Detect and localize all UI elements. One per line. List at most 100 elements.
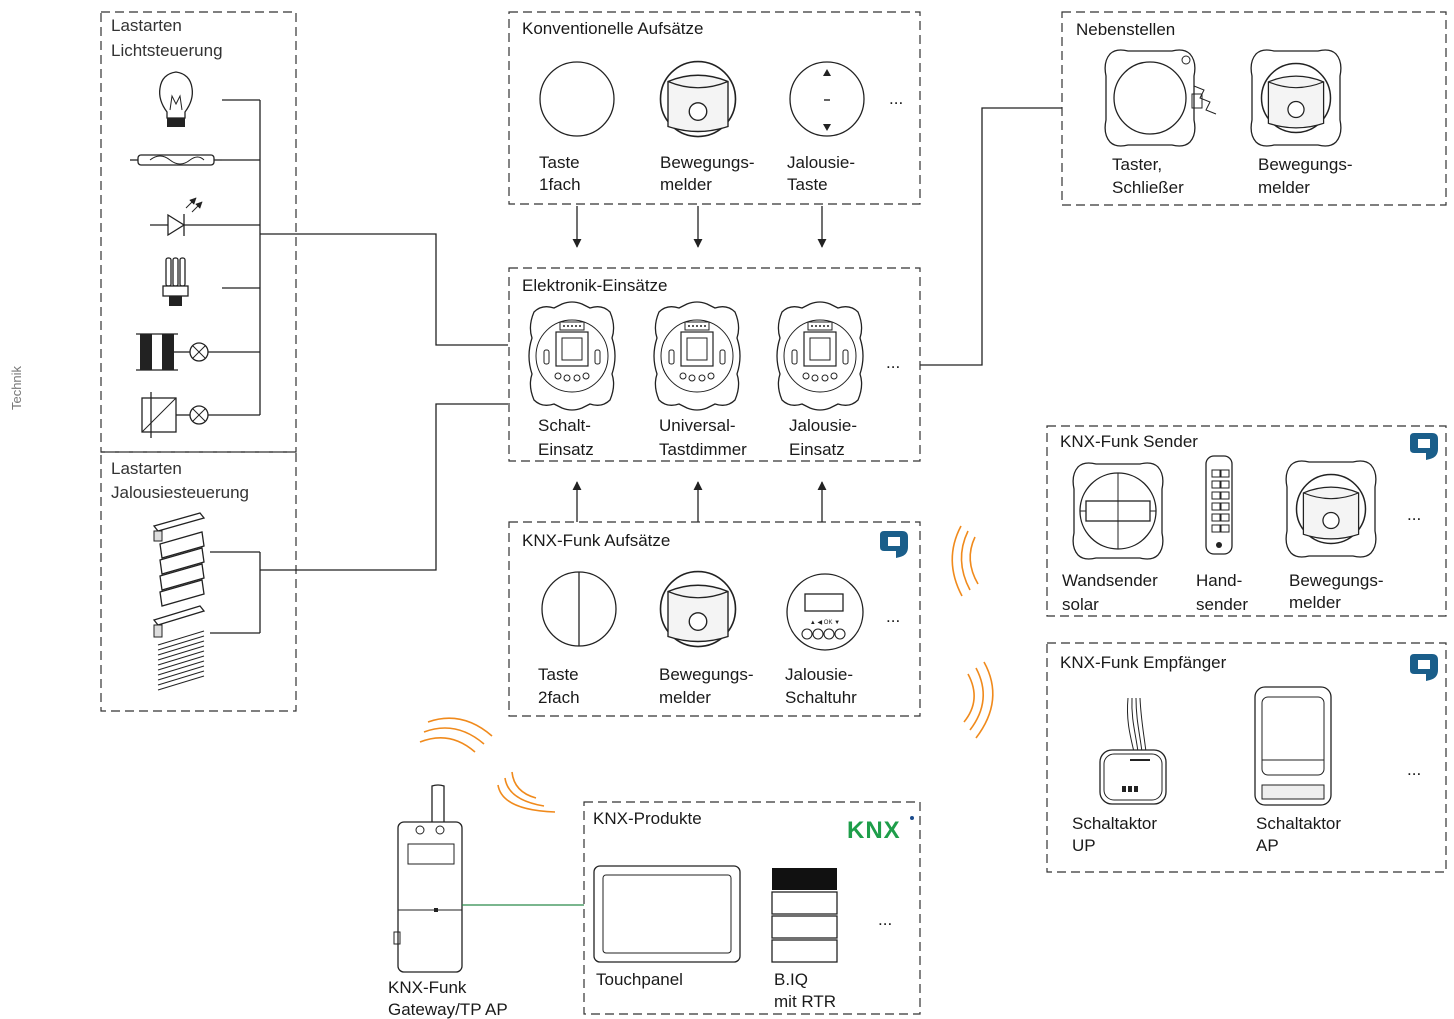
receiver-funk-badge-icon [1410,654,1438,681]
electronic-item-1-line2: Einsatz [538,440,594,459]
knx-motion-detector-icon [659,570,737,648]
load-types-group: Lastarten Lichtsteuerung Lastarten Jalou… [100,11,297,712]
radio-wave-icons [419,525,994,813]
knx-attach-title: KNX-Funk Aufsätze [522,531,670,550]
gateway-label-2: Gateway/TP AP [388,1000,508,1019]
radio-wave-gateway-up-icon [419,717,493,753]
knx-attach-item-3-line2: Schaltuhr [785,688,857,707]
conventional-title: Konventionelle Aufsätze [522,19,703,38]
light-load-box [100,11,297,453]
electronic-transformer-lamp-icon [141,392,209,438]
knx-receiver-more: ... [1407,760,1421,779]
knx-sender-item-2-line2: sender [1196,595,1248,614]
funk-badge-icon [880,531,908,558]
solar-wall-transmitter-icon [1072,462,1164,560]
blind-load-box [100,451,297,712]
knx-products-box [583,801,921,1015]
knx-logo: KNX [847,816,914,844]
knx-receiver-title: KNX-Funk Empfänger [1060,653,1227,672]
blind-insert-icon [776,301,864,411]
light-load-title-2: Lichtsteuerung [111,41,223,60]
knx-products-item-2-line1: B.IQ [774,970,808,989]
electronic-inserts-group: Elektronik-Einsätze ... Schalt- Einsatz … [508,267,921,462]
blind-load-title-2: Jalousiesteuerung [111,483,249,502]
halogen-tube-icon [130,154,222,166]
knx-attach-box [508,521,921,717]
blind-timer-icon: ▲ ◀ OK ▼ [786,573,864,651]
electronic-item-2-line2: Tastdimmer [659,440,747,459]
knx-sender-item-3-line2: melder [1289,593,1341,612]
electronic-item-1-line1: Schalt- [538,416,591,435]
biq-push-button-icon [771,868,838,963]
knx-products-item-2-line2: mit RTR [774,992,836,1011]
radio-wave-attach-icon [951,525,979,597]
conventional-box [508,11,921,205]
knx-logo-text: KNX [847,817,901,844]
conventional-attachments-group: Konventionelle Aufsätze ... Taste 1fach … [508,11,921,205]
extension-item-1-line2: Schließer [1112,178,1184,197]
electronic-more: ... [886,353,900,372]
extension-item-2-line2: melder [1258,178,1310,197]
knx-receiver-box [1046,642,1447,873]
conventional-item-2-line2: melder [660,175,712,194]
extension-item-1-line1: Taster, [1112,155,1162,174]
conventional-arrows [572,206,827,248]
knx-products-title: KNX-Produkte [593,809,702,828]
knx-products-item-1: Touchpanel [596,970,683,989]
electronic-box [508,267,921,462]
knx-sender-more: ... [1407,505,1421,524]
blind-load-connector [260,403,508,571]
knx-attach-arrows [572,481,827,522]
knx-sender-item-1-line2: solar [1062,595,1099,614]
double-button-icon [541,571,617,647]
blind-load-title-1: Lastarten [111,459,182,478]
roller-blind-icon [152,512,206,607]
knx-attach-item-2-line1: Bewegungs- [659,665,754,684]
single-button-icon [539,61,615,137]
transformer-lamp-icon [136,333,209,371]
timer-button-labels: ▲ ◀ OK ▼ [810,620,840,626]
electronic-item-3-line1: Jalousie- [789,416,857,435]
dimmer-insert-icon [653,301,741,411]
conventional-item-3-line1: Jalousie- [787,153,855,172]
knx-sender-item-3-line1: Bewegungs- [1289,571,1384,590]
extension-motion-icon [1250,49,1342,147]
knx-receiver-group: KNX-Funk Empfänger ... Schaltaktor UP [1046,642,1447,873]
knx-sender-box [1046,425,1447,617]
surface-switch-actuator-icon [1254,686,1332,806]
light-load-wiring [200,99,261,416]
knx-receiver-item-2-line2: AP [1256,836,1279,855]
knx-funk-gateway-icon [393,784,463,973]
knx-receiver-item-2-line1: Schaltaktor [1256,814,1341,833]
knx-attach-more: ... [886,607,900,626]
blind-load-wiring [210,551,261,634]
knx-attach-item-3-line1: Jalousie- [785,665,853,684]
knx-receiver-item-1-line1: Schaltaktor [1072,814,1157,833]
sender-funk-badge-icon [1410,433,1438,460]
hand-transmitter-icon [1205,455,1233,555]
extension-box [1061,11,1447,206]
knx-attach-item-1-line1: Taste [538,665,579,684]
conventional-more: ... [889,89,903,108]
sender-motion-detector-icon [1285,460,1377,558]
electronic-item-2-line1: Universal- [659,416,736,435]
knx-sender-title: KNX-Funk Sender [1060,432,1198,451]
incandescent-lamp-icon [159,71,193,127]
knx-receiver-item-1-line2: UP [1072,836,1096,855]
knx-sender-group: KNX-Funk Sender [1046,425,1447,617]
gateway-label-1: KNX-Funk [388,978,467,997]
electronic-title: Elektronik-Einsätze [522,276,668,295]
light-load-title-1: Lastarten [111,16,182,35]
extension-group: Nebenstellen Taster, Schließer Bewegungs… [1061,11,1447,206]
knx-attach-item-1-line2: 2fach [538,688,580,707]
radio-wave-receiver-icon [963,661,994,739]
extension-item-2-line1: Bewegungs- [1258,155,1353,174]
knx-products-group: KNX-Produkte KNX ... Touchpanel B.IQ mit… [583,801,921,1015]
motion-detector-icon [659,60,737,138]
blind-button-icon [789,61,865,137]
switch-insert-icon [528,301,616,411]
touchpanel-icon [593,865,741,963]
extension-button-icon [1104,49,1217,147]
knx-attachments-group: KNX-Funk Aufsätze ▲ ◀ OK ▼ ... Taste 2fa… [508,521,921,717]
